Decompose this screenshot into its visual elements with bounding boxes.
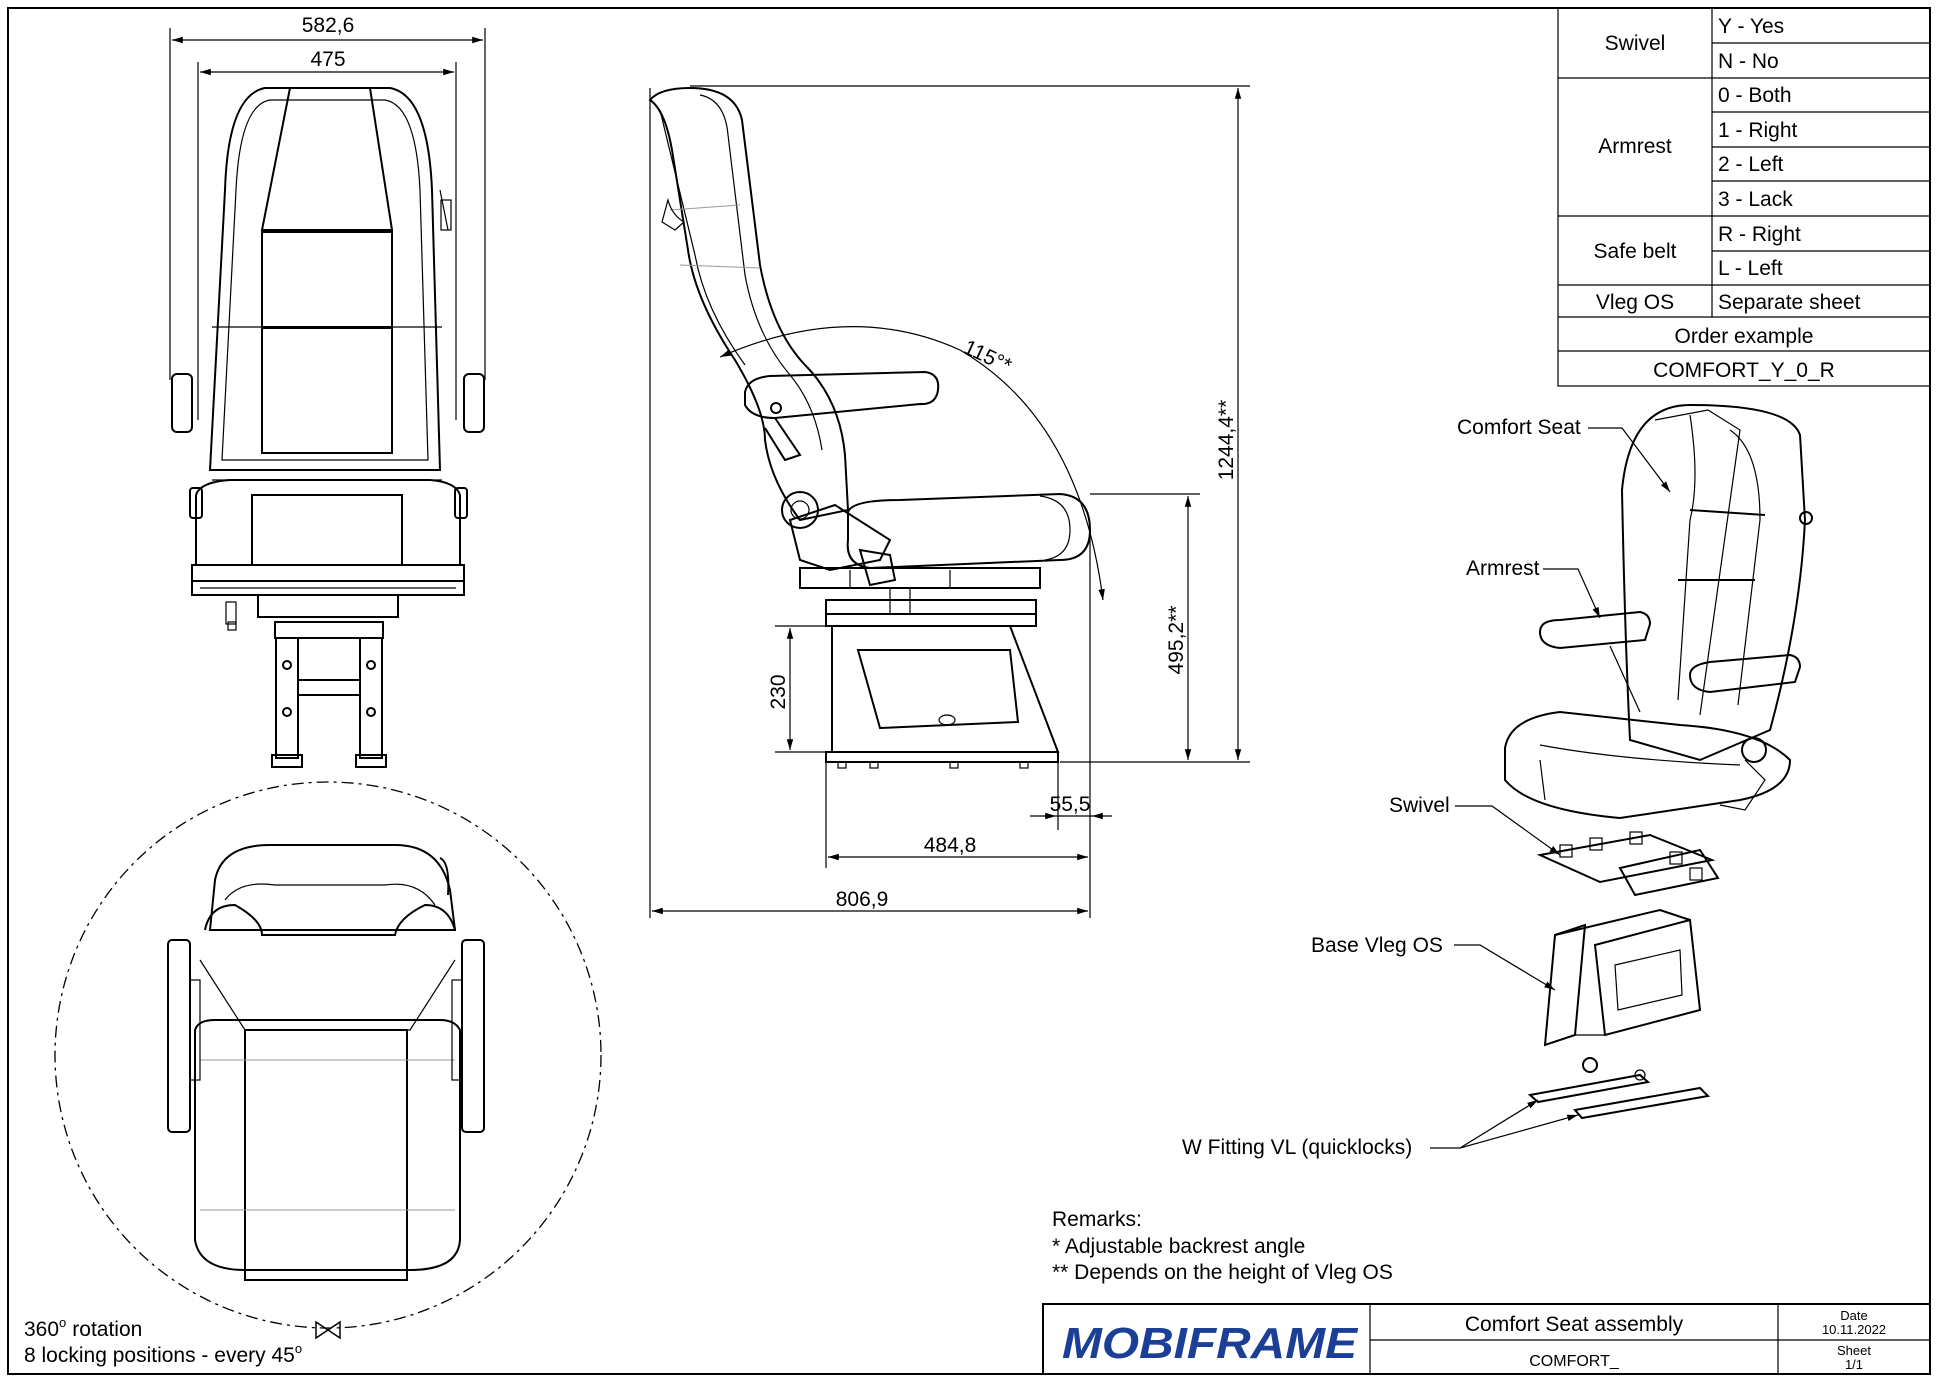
sheet-value: 1/1	[1845, 1357, 1863, 1372]
dim-seat-height: 495,2**	[1165, 606, 1188, 675]
sheet-border	[7, 7, 1931, 1375]
table-group-vleg-os: Vleg OS	[1596, 291, 1674, 314]
dim-recline-angle: 115°*	[960, 336, 1015, 378]
drawing-title: Comfort Seat assembly	[1465, 1313, 1684, 1336]
dim-offset: 55,5	[1050, 793, 1091, 816]
dim-front-inner-width: 475	[310, 48, 345, 71]
order-example-value: COMFORT_Y_0_R	[1653, 359, 1835, 382]
sheet-label: Sheet	[1837, 1343, 1871, 1358]
label-w-fitting: W Fitting VL (quicklocks)	[1182, 1136, 1412, 1159]
table-option: L - Left	[1718, 257, 1783, 280]
exploded-labels: Comfort Seat Armrest Swivel Base Vleg OS…	[1182, 416, 1671, 1159]
dim-front-outer-width: 582,6	[302, 14, 355, 37]
dim-base-depth: 484,8	[924, 834, 977, 857]
rotation-value: 360	[24, 1318, 59, 1341]
dim-total-height: 1244,4**	[1215, 400, 1238, 481]
date-label: Date	[1840, 1308, 1867, 1323]
order-example-label: Order example	[1675, 325, 1814, 348]
table-option: 0 - Both	[1718, 84, 1792, 107]
label-comfort-seat: Comfort Seat	[1457, 416, 1581, 439]
mobiframe-logo: MOBIFRAME	[1062, 1319, 1359, 1368]
options-table: Swivel Y - Yes N - No Armrest 0 - Both 1…	[1557, 7, 1931, 387]
table-option: Separate sheet	[1718, 291, 1861, 314]
table-option: R - Right	[1718, 223, 1801, 246]
label-armrest: Armrest	[1466, 557, 1540, 580]
front-view: 582,6 475	[169, 14, 486, 768]
dim-base-height: 230	[767, 674, 790, 709]
table-option: N - No	[1718, 50, 1779, 73]
remark-line: * Adjustable backrest angle	[1052, 1235, 1305, 1258]
table-option: 1 - Right	[1718, 119, 1798, 142]
remarks-title: Remarks:	[1052, 1208, 1142, 1231]
rotation-lock-symbol	[315, 1320, 341, 1340]
table-option: Y - Yes	[1718, 15, 1784, 38]
svg-text:8 locking positions - every 45: 8 locking positions - every 45o	[24, 1341, 302, 1367]
rotation-circle	[54, 781, 602, 1329]
rotation-text: rotation	[72, 1318, 142, 1341]
table-group-armrest: Armrest	[1598, 135, 1672, 158]
label-base-vleg-os: Base Vleg OS	[1311, 934, 1443, 957]
dim-total-depth: 806,9	[836, 888, 889, 911]
table-option: 2 - Left	[1718, 153, 1784, 176]
label-swivel: Swivel	[1389, 794, 1450, 817]
date-value: 10.11.2022	[1822, 1322, 1886, 1337]
angle-arc	[719, 326, 1105, 601]
remark-line: ** Depends on the height of Vleg OS	[1052, 1261, 1393, 1284]
side-view: 115°* 1244,4** 495,2** 230 55,5 484,8 80…	[648, 85, 1250, 918]
remarks: Remarks: * Adjustable backrest angle ** …	[1052, 1208, 1393, 1284]
table-option: 3 - Lack	[1718, 188, 1793, 211]
drawing-number: COMFORT_	[1529, 1353, 1620, 1370]
exploded-view	[1504, 403, 1813, 1120]
top-view	[54, 781, 602, 1329]
title-block: MOBIFRAME Comfort Seat assembly COMFORT_…	[1042, 1303, 1931, 1375]
locking-positions-text: 8 locking positions - every 45	[24, 1344, 295, 1367]
table-group-swivel: Swivel	[1605, 32, 1666, 55]
table-group-safe-belt: Safe belt	[1594, 240, 1677, 263]
